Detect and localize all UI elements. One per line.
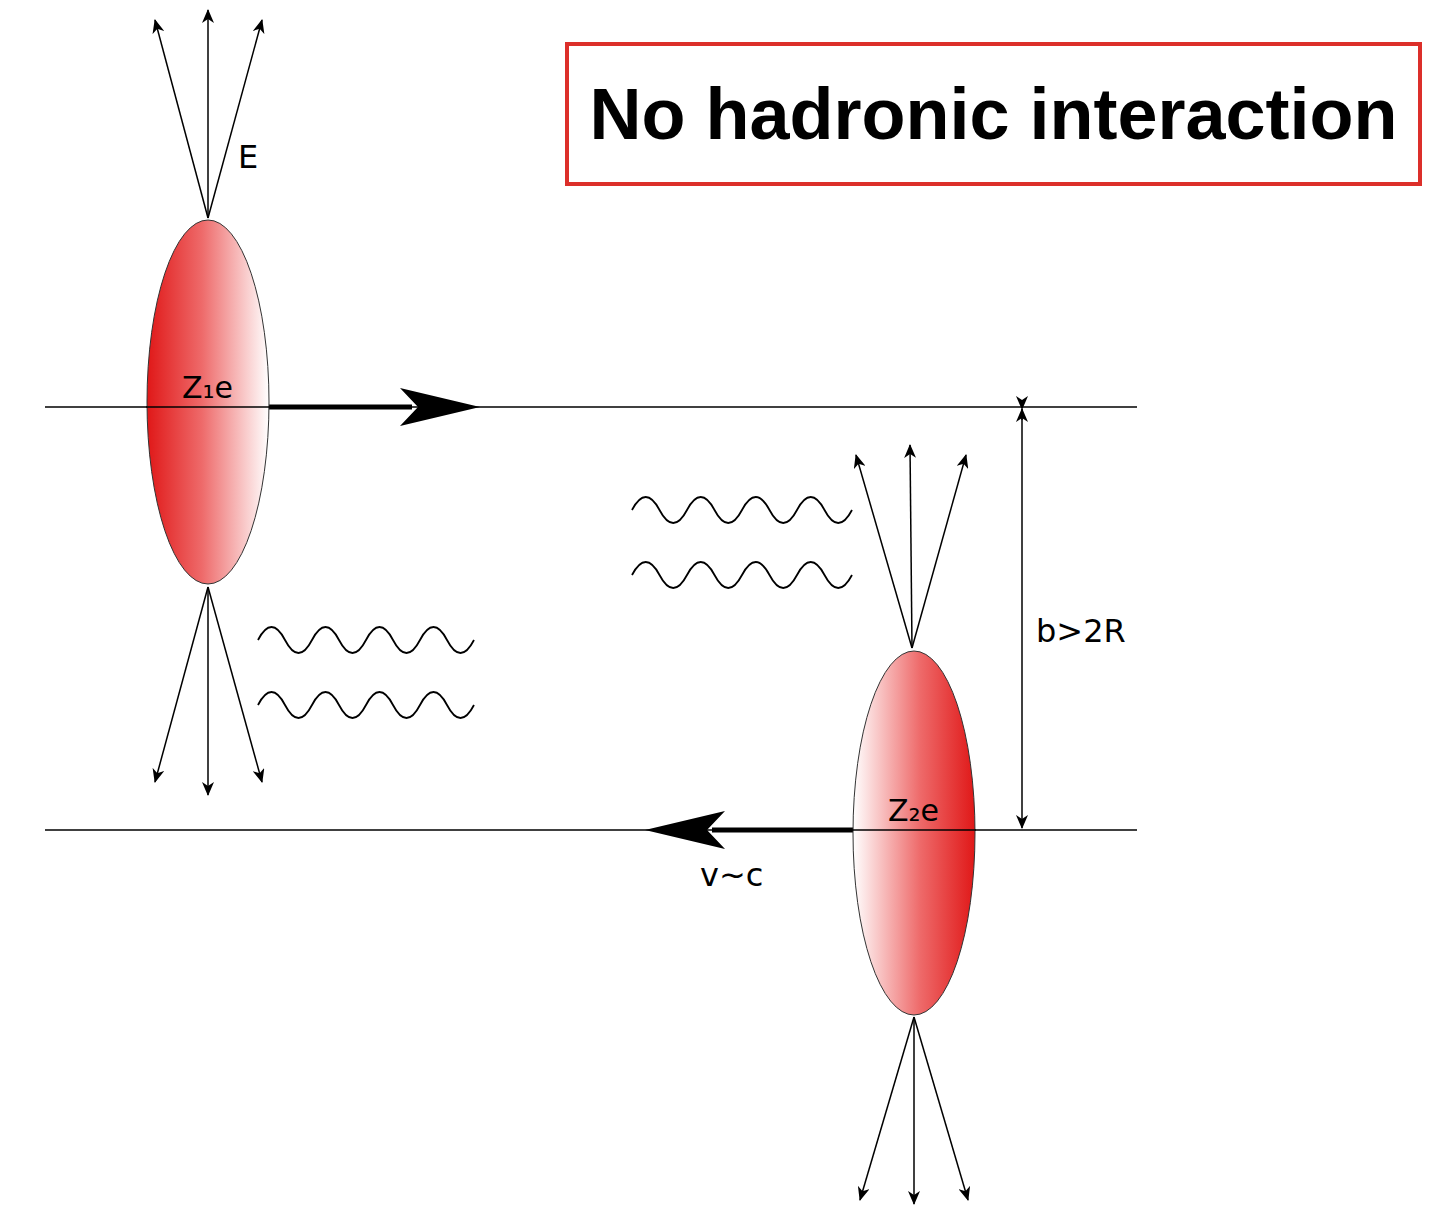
nucleus-charge: Z₁e xyxy=(182,373,233,403)
velocity-arrow xyxy=(268,405,412,410)
impact-parameter-arrow xyxy=(1021,409,1023,828)
annotation-label: E xyxy=(238,138,258,176)
velocity-arrow xyxy=(712,828,855,833)
velocity-arrowhead xyxy=(400,388,480,426)
nucleus-ellipse: Z₂e xyxy=(852,650,976,1016)
beam-line xyxy=(45,829,1137,831)
annotation-label: v~c xyxy=(700,856,763,894)
velocity-arrowhead xyxy=(645,811,725,849)
field-lines xyxy=(155,10,968,1204)
impact-parameter-arrowhead xyxy=(1021,409,1023,420)
nucleus-charge: Z₂e xyxy=(888,796,939,826)
banner-text: No hadronic interaction xyxy=(589,73,1397,155)
nucleus-shape xyxy=(852,650,976,1016)
beam-line xyxy=(45,406,1137,408)
nucleus-ellipse: Z₁e xyxy=(146,219,270,585)
banner-box: No hadronic interaction xyxy=(565,42,1422,186)
annotation-label: b>2R xyxy=(1036,612,1126,650)
photon-waves xyxy=(258,497,852,718)
